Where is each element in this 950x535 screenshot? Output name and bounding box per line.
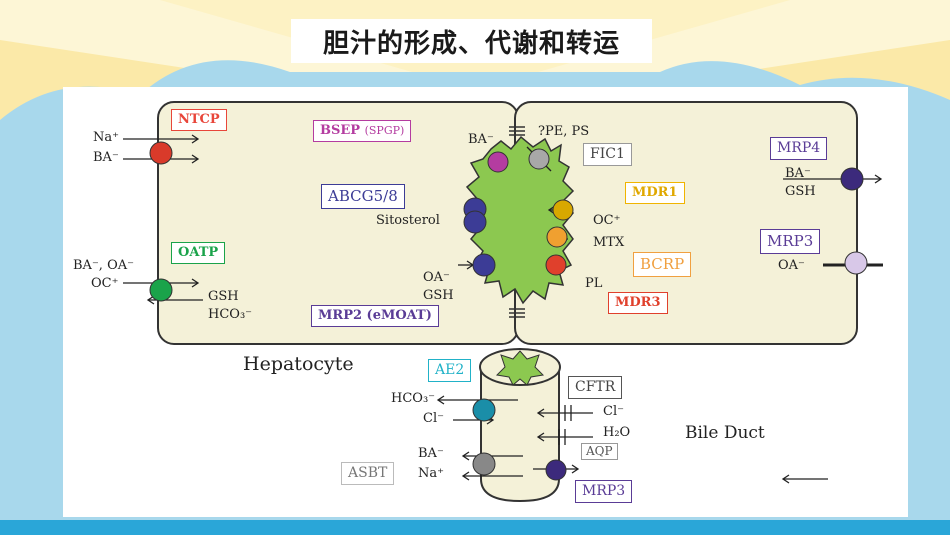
tight-junction-top bbox=[509, 126, 525, 136]
gsh-mrp4-label: GSH bbox=[785, 184, 816, 199]
ba-mrp4-label: BA⁻ bbox=[785, 166, 811, 181]
abcg-box: ABCG5/8 bbox=[321, 184, 405, 209]
bsep-sub-label: (SPGP) bbox=[364, 124, 405, 137]
mdr1-transporter-icon bbox=[552, 199, 574, 221]
ntcp-box: NTCP bbox=[171, 109, 227, 132]
fic1-box: FIC1 bbox=[583, 143, 632, 167]
oatp-transporter-icon bbox=[149, 278, 173, 302]
mdr1-box: MDR1 bbox=[625, 182, 685, 205]
asbt-transporter-icon bbox=[472, 452, 496, 476]
mrp3-transporter-icon bbox=[844, 251, 868, 275]
bile-transport-diagram: NTCP BSEP (SPGP) ABCG5/8 OATP MRP2 (eMOA… bbox=[63, 87, 908, 517]
pl-label: PL bbox=[585, 276, 603, 291]
ntcp-transporter-icon bbox=[149, 141, 173, 165]
ae2-transporter-icon bbox=[472, 398, 496, 422]
mrp3-duct-transporter-icon bbox=[545, 459, 567, 481]
oatp-box: OATP bbox=[171, 242, 226, 265]
bsep-transporter-icon bbox=[487, 151, 509, 173]
sitosterol-label: Sitosterol bbox=[376, 213, 440, 228]
bsep-box: BSEP (SPGP) bbox=[313, 120, 412, 143]
hco3-duct-label: HCO₃⁻ bbox=[391, 391, 436, 406]
bsep-label: BSEP bbox=[320, 123, 361, 138]
oa-mrp3-label: OA⁻ bbox=[778, 258, 805, 273]
na-label: Na⁺ bbox=[93, 130, 119, 145]
fic1-transporter-icon bbox=[528, 148, 550, 170]
oa-canal-label: OA⁻ bbox=[423, 270, 450, 285]
ba-label: BA⁻ bbox=[93, 150, 119, 165]
ba-oa-label: BA⁻, OA⁻ bbox=[73, 258, 134, 273]
mtx-transporter-icon bbox=[546, 226, 568, 248]
oc-canal-label: OC⁺ bbox=[593, 213, 621, 228]
ae2-box: AE2 bbox=[428, 359, 472, 383]
hepatocyte-label: Hepatocyte bbox=[243, 353, 354, 375]
mrp2-box: MRP2 (eMOAT) bbox=[311, 305, 439, 328]
cl-cftr-label: Cl⁻ bbox=[603, 404, 624, 419]
mrp4-transporter-icon bbox=[840, 167, 864, 191]
bile-duct-lumen bbox=[495, 350, 545, 386]
mtx-label: MTX bbox=[593, 235, 625, 250]
oc-left-label: OC⁺ bbox=[91, 276, 119, 291]
bile-duct-label: Bile Duct bbox=[685, 423, 765, 443]
asbt-box: ASBT bbox=[341, 462, 395, 486]
pe-ps-label: ?PE, PS bbox=[538, 124, 590, 139]
cl-duct-label: Cl⁻ bbox=[423, 411, 444, 426]
bile-duct-tube bbox=[480, 362, 560, 503]
tight-junction-bottom bbox=[509, 308, 525, 318]
ba-canal-label: BA⁻ bbox=[468, 132, 494, 147]
diagram-canvas bbox=[123, 101, 883, 503]
abcg-transporter-icon-2 bbox=[463, 210, 487, 234]
mdr3-box: MDR3 bbox=[608, 292, 668, 315]
ba-duct-label: BA⁻ bbox=[418, 446, 444, 461]
na-duct-label: Na⁺ bbox=[418, 466, 444, 481]
mrp3-duct-box: MRP3 bbox=[575, 480, 633, 504]
bcrp-box: BCRP bbox=[633, 252, 692, 277]
gsh-canal-label: GSH bbox=[423, 288, 454, 303]
aqp-box: AQP bbox=[581, 443, 618, 461]
hco3-label: HCO₃⁻ bbox=[208, 307, 253, 322]
gsh-label: GSH bbox=[208, 289, 239, 304]
mrp2-transporter-icon bbox=[472, 253, 496, 277]
mrp3-box: MRP3 bbox=[760, 229, 821, 254]
h2o-label: H₂O bbox=[603, 425, 631, 440]
slide-title: 胆汁的形成、代谢和转运 bbox=[291, 19, 652, 63]
cftr-box: CFTR bbox=[568, 376, 623, 400]
mdr3-transporter-icon bbox=[545, 254, 567, 276]
mrp4-box: MRP4 bbox=[770, 137, 828, 161]
